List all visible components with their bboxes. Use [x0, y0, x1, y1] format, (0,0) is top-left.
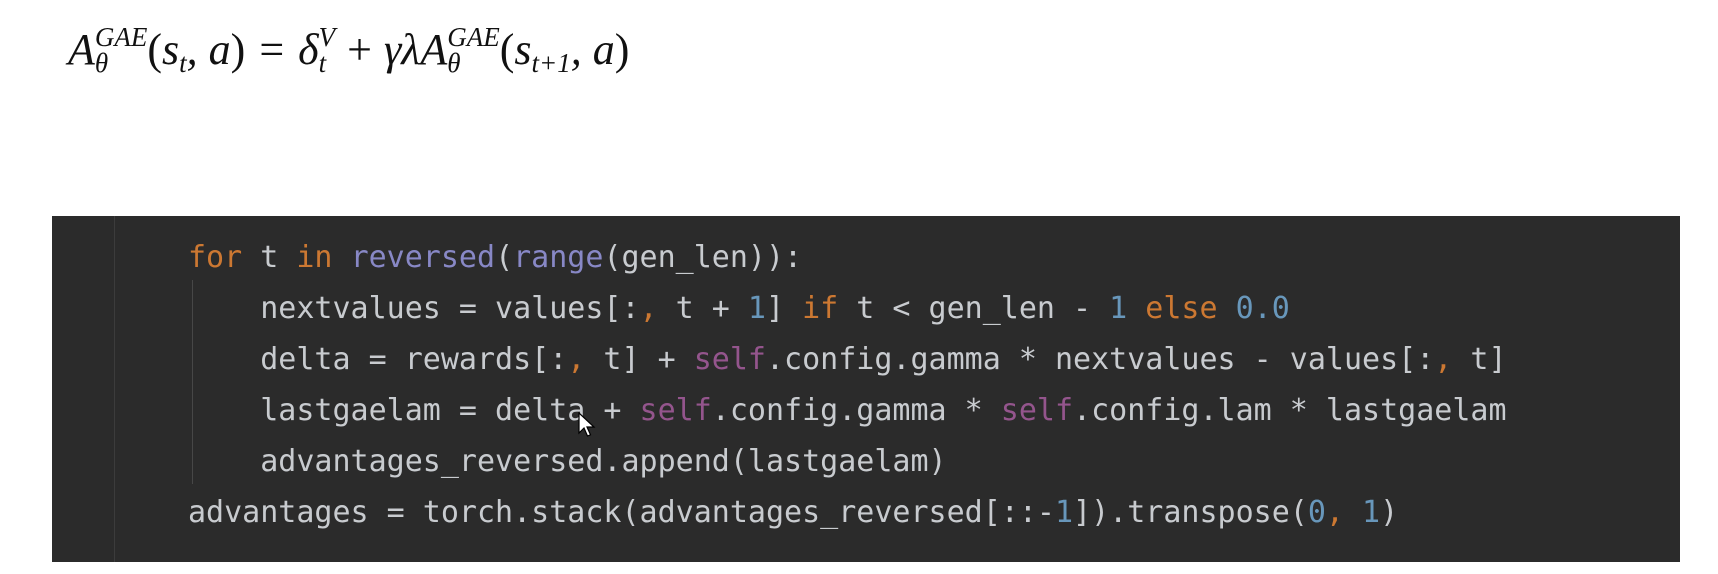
code-block[interactable]: for t in reversed(range(gen_len)): nextv… [188, 232, 1507, 538]
code-token: delta = rewards[: [188, 342, 568, 377]
code-token [1127, 291, 1145, 326]
code-token: , [567, 342, 586, 377]
indent-guide [192, 280, 193, 484]
close-paren-2: ) [614, 25, 630, 74]
code-token: , [1325, 495, 1344, 530]
code-token: ] [765, 291, 803, 326]
state-symbol: s [162, 25, 180, 74]
code-token: in [296, 240, 333, 275]
advantage-subscript: θ [94, 47, 109, 78]
code-token: 0 [1307, 495, 1326, 530]
state-subscript: t [179, 48, 187, 78]
mouse-pointer-icon-svg [578, 411, 596, 437]
code-token: 1 [747, 291, 766, 326]
code-line: lastgaelam = delta + self.config.gamma *… [188, 385, 1507, 436]
advantage-subscript-2: θ [447, 47, 461, 78]
code-token [333, 240, 351, 275]
code-token: 1 [1362, 495, 1381, 530]
code-token: range [513, 240, 604, 275]
code-token: lastgaelam = delta + [188, 393, 640, 428]
code-token: .config.gamma * nextvalues - values[: [765, 342, 1435, 377]
state-subscript-2: t+1 [531, 48, 571, 78]
advantage-superscript-2: GAE [447, 21, 500, 52]
advantage-superscript: GAE [94, 21, 148, 52]
code-token: 1 [1054, 495, 1074, 530]
code-token: self [1000, 393, 1074, 428]
code-line: nextvalues = values[:, t + 1] if t < gen… [188, 283, 1507, 334]
code-line: for t in reversed(range(gen_len)): [188, 232, 1507, 283]
code-token [1218, 291, 1236, 326]
code-token: 1 [1109, 291, 1128, 326]
code-token: reversed [350, 240, 496, 275]
code-token: t] + [585, 342, 694, 377]
advantage-symbol: A [68, 25, 95, 74]
gamma-lambda: γλ [383, 25, 421, 74]
code-token: nextvalues = values[: [188, 291, 640, 326]
code-token: , [639, 291, 658, 326]
code-line: advantages_reversed.append(lastgaelam) [188, 436, 1507, 487]
code-token: ]).transpose( [1073, 495, 1308, 530]
code-token: advantages_reversed.append(lastgaelam) [188, 444, 947, 479]
code-token: advantages = torch.stack(advantages_reve… [188, 495, 1055, 530]
code-token [1344, 495, 1362, 530]
advantage-symbol-2: A [420, 25, 448, 74]
code-token: if [802, 291, 839, 326]
code-token: t < gen_len - [838, 291, 1110, 326]
code-token: t [242, 240, 297, 275]
code-token: else [1145, 291, 1218, 326]
code-token: .config.lam * lastgaelam [1073, 393, 1507, 428]
equals-sign: = [259, 25, 285, 74]
code-token: (gen_len)): [603, 240, 803, 275]
code-token: .config.gamma * [711, 393, 1001, 428]
delta-symbol: δ [298, 25, 319, 74]
code-line: advantages = torch.stack(advantages_reve… [188, 487, 1507, 538]
delta-subscript: t [318, 47, 327, 78]
code-token: ( [495, 240, 514, 275]
code-token: 0.0 [1235, 291, 1290, 326]
plus-sign: + [347, 25, 372, 74]
state-symbol-2: s [514, 25, 532, 74]
open-paren-2: ( [499, 25, 515, 74]
action-arg: , a [186, 25, 231, 74]
gutter-divider [114, 216, 115, 562]
code-line: delta = rewards[:, t] + self.config.gamm… [188, 334, 1507, 385]
code-token: , [1434, 342, 1453, 377]
code-editor-panel[interactable]: for t in reversed(range(gen_len)): nextv… [52, 216, 1680, 562]
code-token: t] [1452, 342, 1507, 377]
code-token: for [188, 240, 243, 275]
code-token: self [693, 342, 766, 377]
delta-superscript: V [318, 21, 336, 52]
open-paren: ( [147, 25, 163, 74]
code-token: ) [1380, 495, 1399, 530]
code-token: t + [657, 291, 748, 326]
code-token: self [639, 393, 712, 428]
action-arg-2: , a [570, 25, 615, 74]
close-paren: ) [230, 25, 246, 74]
